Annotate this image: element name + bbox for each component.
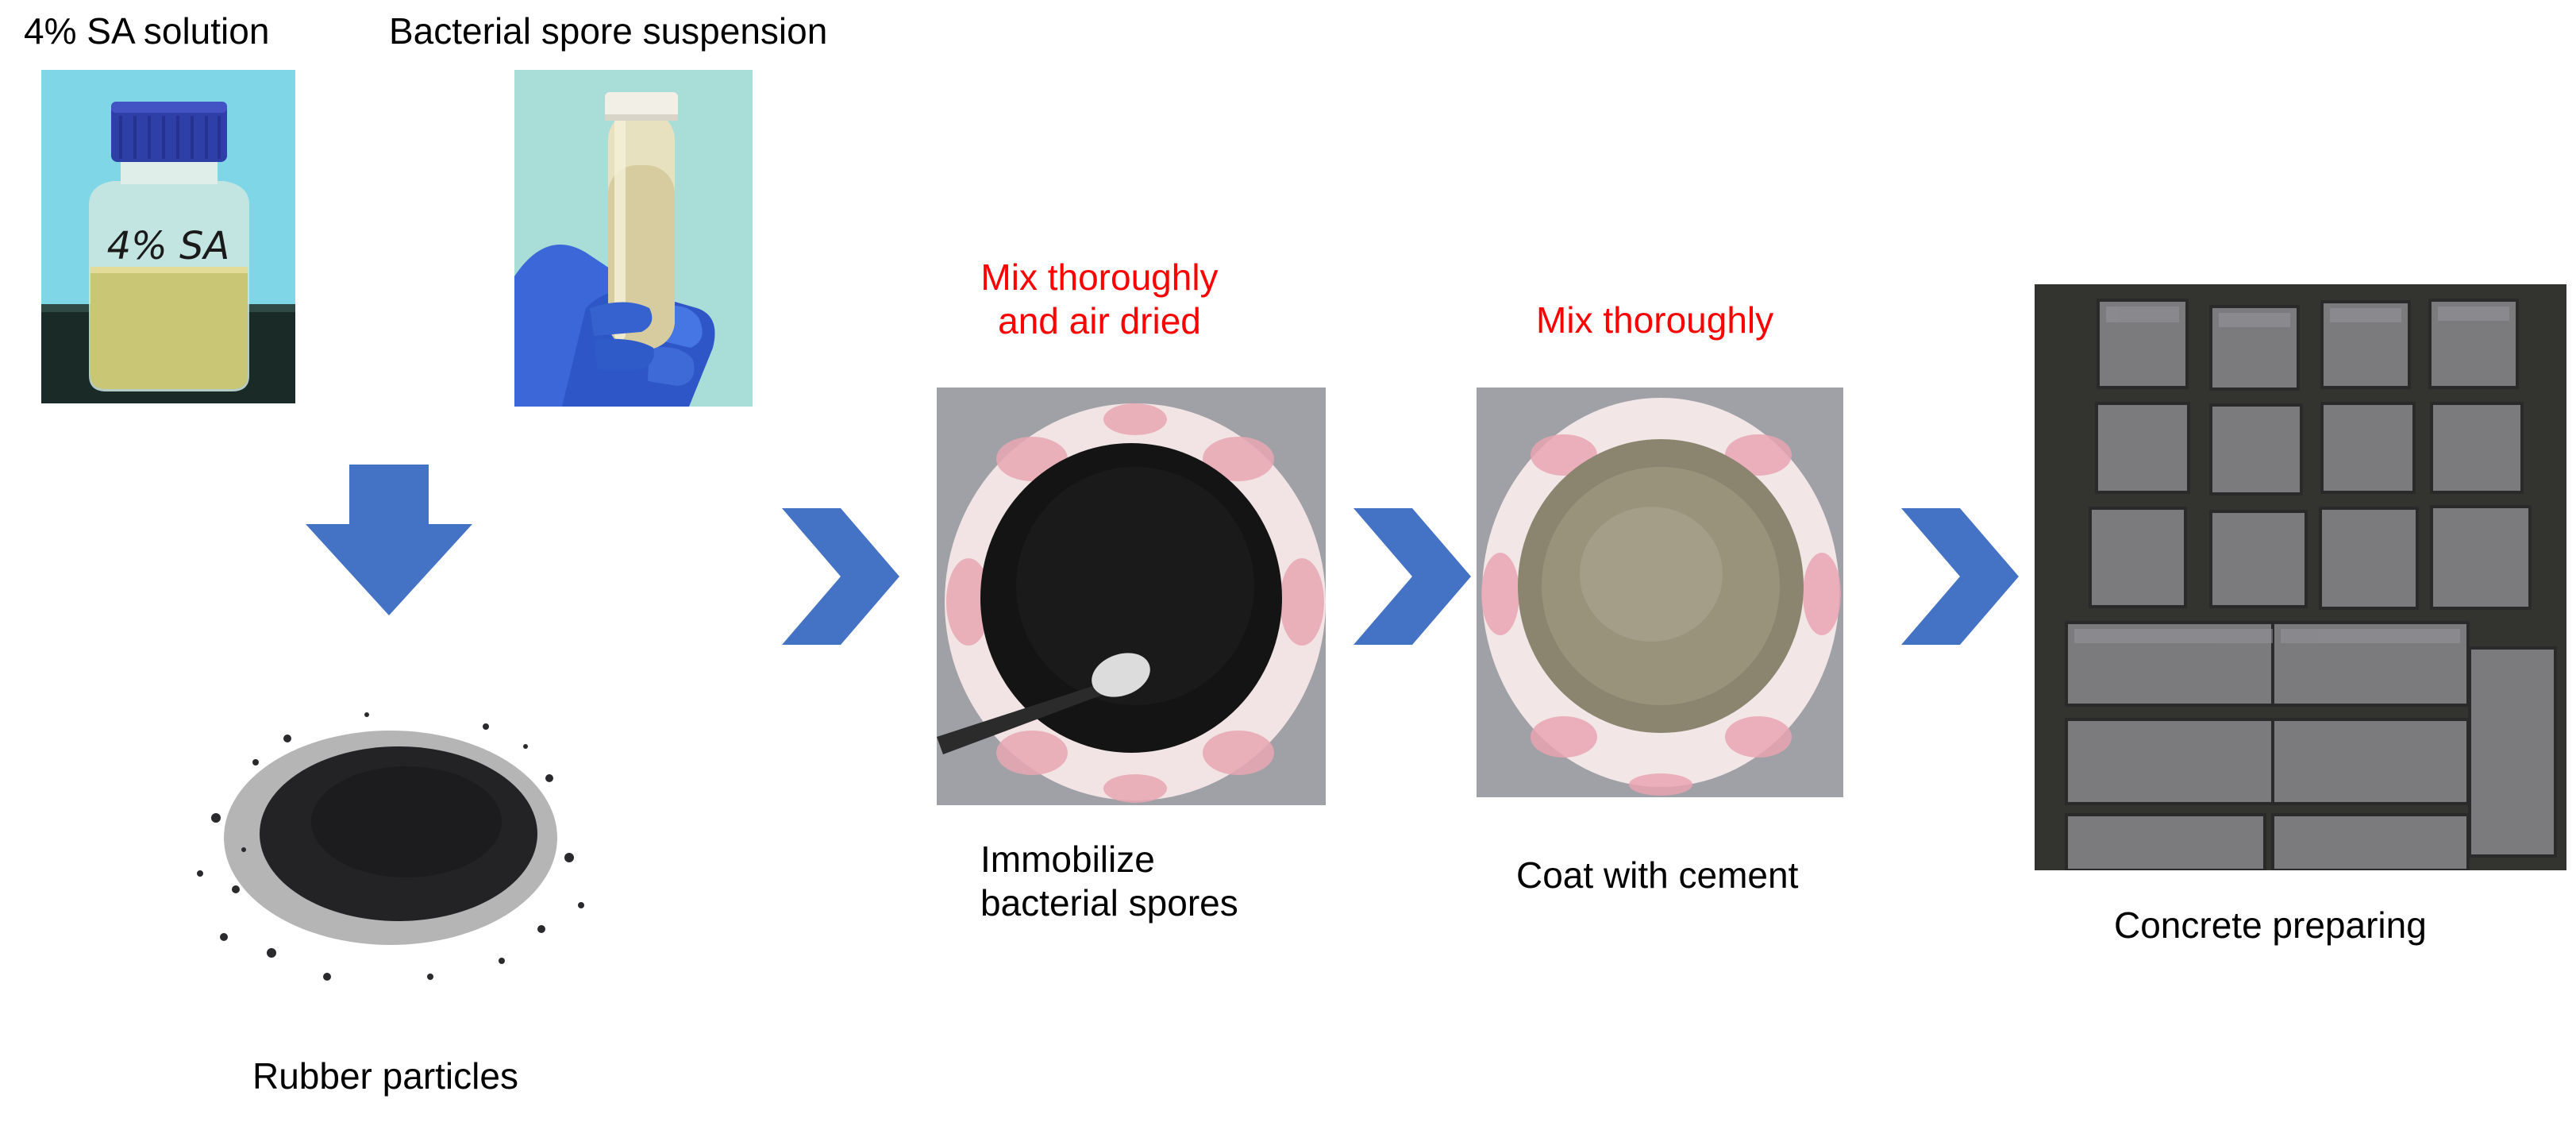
sa-solution-bottle-photo: 4% SA [41, 70, 295, 403]
spore-suspension-label: Bacterial spore suspension [389, 10, 828, 52]
chevron-right-icon [782, 508, 899, 645]
step3-caption: Concrete preparing [2114, 904, 2427, 946]
cement-coat-bowl-photo [1477, 388, 1843, 797]
step1-instruction-line1: Mix thoroughly [980, 256, 1219, 298]
spore-suspension-tube-photo [514, 70, 753, 407]
step1-instruction: Mix thoroughly and air dried [921, 256, 1278, 343]
chevron-right-icon [1901, 508, 2019, 645]
step2-caption: Coat with cement [1516, 854, 1799, 896]
immobilize-bowl-photo [937, 388, 1326, 805]
sa-solution-label: 4% SA solution [24, 10, 270, 52]
step1-instruction-line2: and air dried [998, 300, 1201, 342]
bottle-handwriting: 4% SA [107, 224, 230, 268]
rubber-particles-photo [168, 651, 605, 1008]
step2-instruction: Mix thoroughly [1536, 299, 1774, 341]
down-arrow-icon [306, 465, 472, 615]
step1-caption-line2: bacterial spores [980, 882, 1238, 924]
chevron-right-icon [1353, 508, 1471, 645]
concrete-blocks-photo [2035, 284, 2566, 870]
step1-caption: Immobilize bacterial spores [980, 838, 1238, 925]
rubber-particles-label: Rubber particles [252, 1055, 518, 1097]
step1-caption-line1: Immobilize [980, 839, 1155, 880]
